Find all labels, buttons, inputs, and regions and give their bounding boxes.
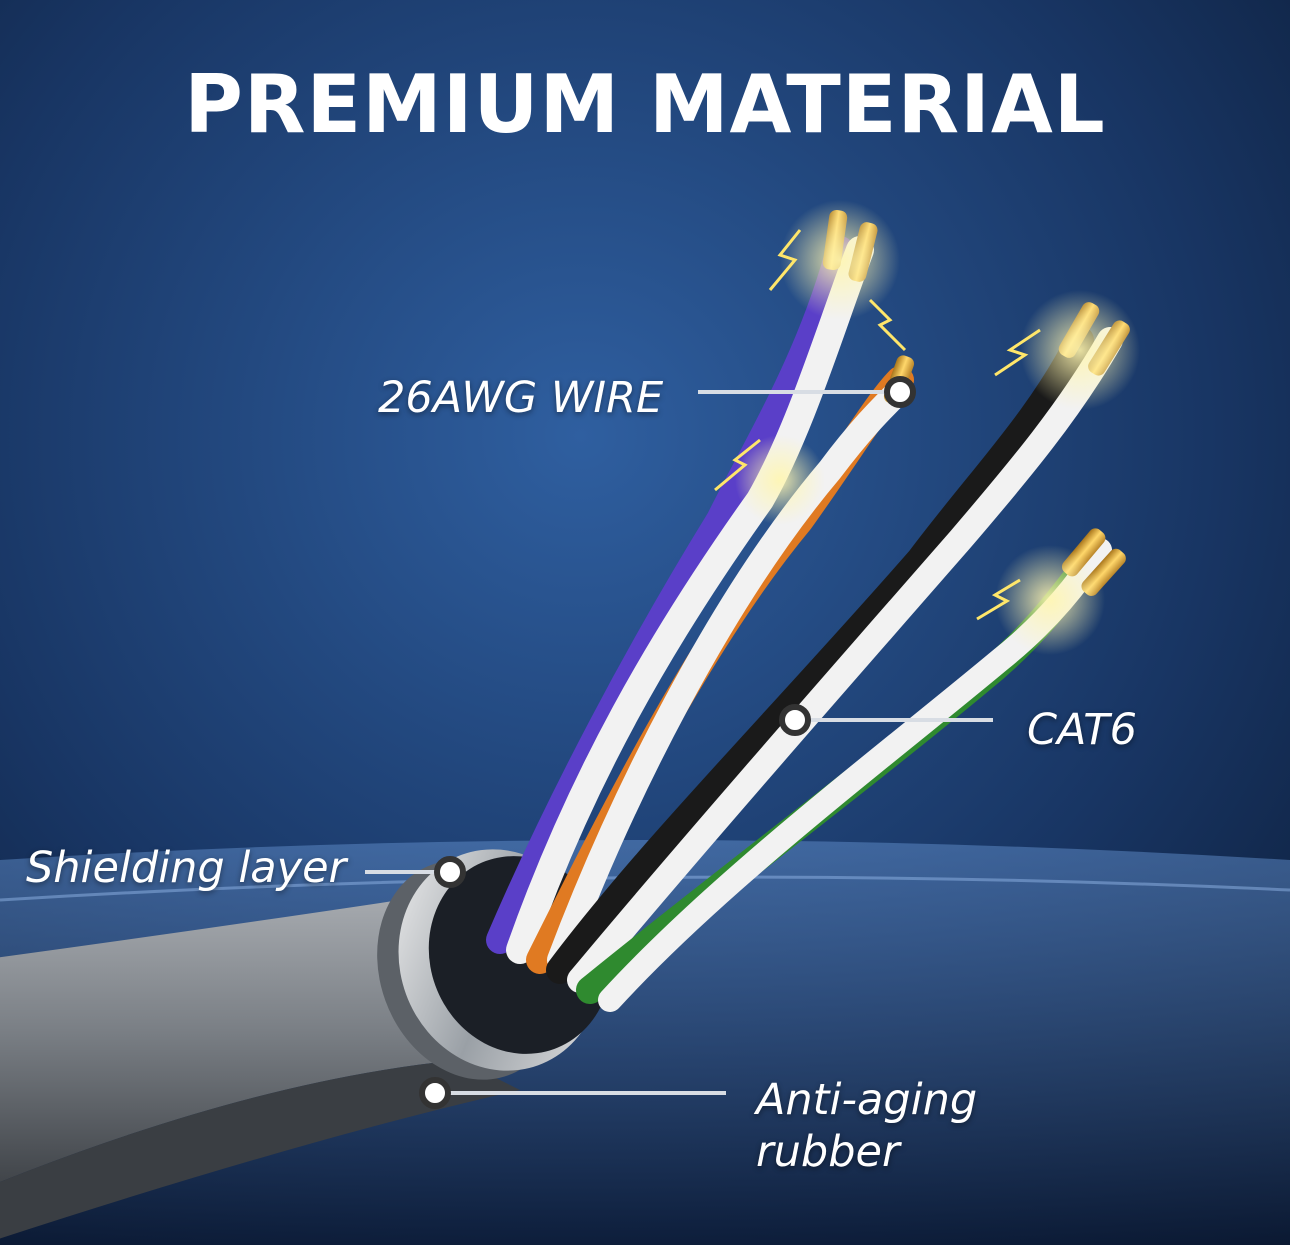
cable-jacket xyxy=(0,849,612,1239)
cable-category-label: CAT6 xyxy=(1027,705,1137,755)
page-title: PREMIUM MATERIAL xyxy=(184,58,1106,151)
wire-gauge-label: 26AWG WIRE xyxy=(378,373,664,423)
callout-wire xyxy=(698,376,916,408)
shielding-layer-label: Shielding layer xyxy=(26,843,347,893)
callout-cat6 xyxy=(779,704,993,736)
rubber-label-line1: Anti-aging xyxy=(756,1075,978,1125)
callout-shielding xyxy=(365,856,466,888)
callout-rubber xyxy=(419,1077,726,1109)
electric-sparks xyxy=(714,200,1140,655)
rubber-jacket-label: Anti-aging rubber xyxy=(756,1074,977,1178)
rubber-label-line2: rubber xyxy=(756,1127,900,1177)
